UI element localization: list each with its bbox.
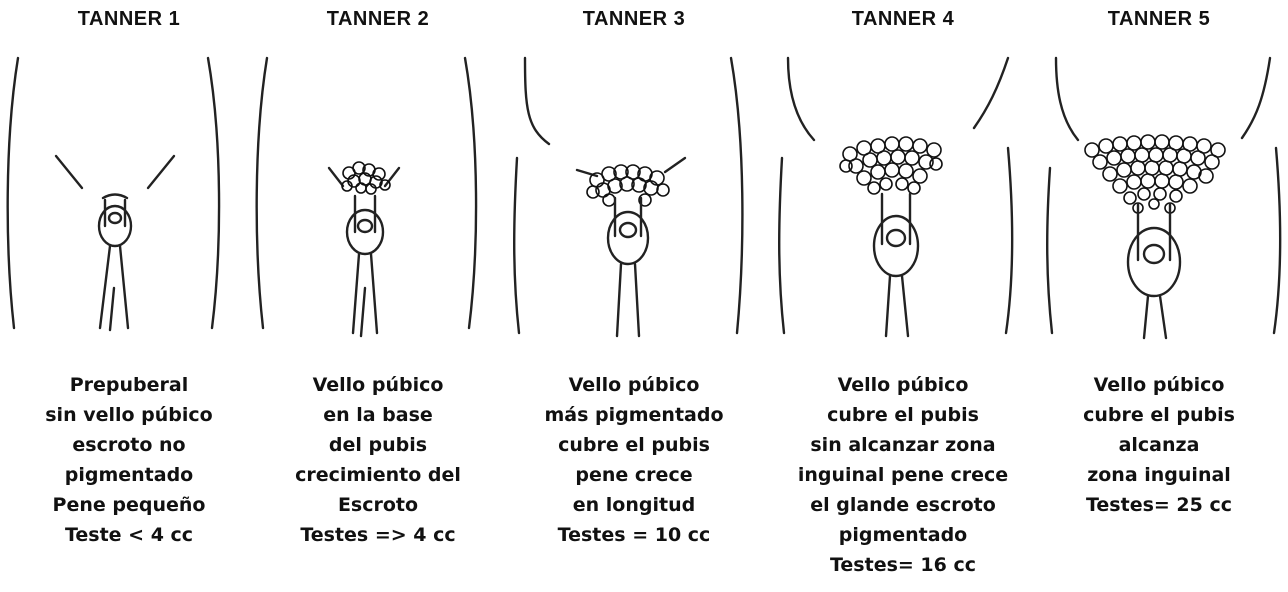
desc-line: Pene pequeño bbox=[52, 494, 206, 516]
desc-line: más pigmentado bbox=[544, 404, 724, 426]
desc-line: Vello púbico bbox=[1093, 374, 1225, 396]
desc-line: el glande escroto bbox=[810, 494, 996, 516]
stage-title: TANNER 2 bbox=[326, 8, 430, 30]
stage-title: TANNER 5 bbox=[1107, 8, 1211, 30]
desc-line: Vello púbico bbox=[837, 374, 969, 396]
desc-line: zona inguinal bbox=[1087, 464, 1231, 486]
pubic-hair bbox=[1084, 134, 1226, 214]
tanner-3-illustration bbox=[513, 56, 744, 338]
pubic-hair bbox=[586, 164, 670, 207]
desc-line: Testes = 10 cc bbox=[557, 524, 711, 546]
desc-line: pigmentado bbox=[838, 524, 968, 546]
stage-description: Vello púbico cubre el pubis sin alcanzar… bbox=[774, 370, 1032, 580]
stage-title: TANNER 1 bbox=[77, 8, 181, 30]
stage-tanner-4: TANNER 4 Vello púbico cubre el pubis sin… bbox=[774, 0, 1032, 592]
stage-tanner-5: TANNER 5 Vello púbico cubre el pubis alc… bbox=[1030, 0, 1288, 592]
stage-description: Prepuberal sin vello púbico escroto no p… bbox=[0, 370, 258, 550]
desc-line: crecimiento del bbox=[295, 464, 461, 486]
stage-tanner-3: TANNER 3 Vello púbico más pigmentado cub… bbox=[505, 0, 763, 592]
tanner-5-illustration bbox=[1046, 56, 1282, 340]
pubic-hair bbox=[839, 136, 943, 195]
desc-line: Testes => 4 cc bbox=[300, 524, 456, 546]
desc-line: en la base bbox=[323, 404, 433, 426]
stage-tanner-2: TANNER 2 Vello púbico en la base del pub… bbox=[249, 0, 507, 592]
desc-line: del pubis bbox=[328, 434, 428, 456]
desc-line: cubre el pubis bbox=[1083, 404, 1235, 426]
desc-line: pigmentado bbox=[64, 464, 194, 486]
tanner-4-illustration bbox=[778, 56, 1014, 338]
desc-line: Vello púbico bbox=[568, 374, 700, 396]
tanner-2-illustration bbox=[255, 56, 478, 338]
desc-line: sin vello púbico bbox=[45, 404, 213, 426]
desc-line: en longitud bbox=[572, 494, 696, 516]
pubic-hair bbox=[341, 161, 391, 195]
desc-line: pene crece bbox=[575, 464, 693, 486]
desc-line: inguinal pene crece bbox=[797, 464, 1009, 486]
tanner-1-illustration bbox=[6, 56, 221, 332]
desc-line: sin alcanzar zona bbox=[810, 434, 996, 456]
stage-description: Vello púbico en la base del pubis crecim… bbox=[249, 370, 507, 550]
desc-line: Vello púbico bbox=[312, 374, 444, 396]
desc-line: cubre el pubis bbox=[558, 434, 710, 456]
desc-line: alcanza bbox=[1118, 434, 1200, 456]
stage-description: Vello púbico más pigmentado cubre el pub… bbox=[505, 370, 763, 550]
stage-title: TANNER 3 bbox=[582, 8, 686, 30]
desc-line: Teste < 4 cc bbox=[64, 524, 194, 546]
stage-title: TANNER 4 bbox=[851, 8, 955, 30]
stage-tanner-1: TANNER 1 Prepuberal sin vello púbico esc… bbox=[0, 0, 258, 592]
desc-line: Testes= 25 cc bbox=[1085, 494, 1233, 516]
desc-line: Testes= 16 cc bbox=[829, 554, 977, 576]
desc-line: escroto no bbox=[72, 434, 186, 456]
desc-line: cubre el pubis bbox=[827, 404, 979, 426]
desc-line: Escroto bbox=[337, 494, 419, 516]
stage-description: Vello púbico cubre el pubis alcanza zona… bbox=[1030, 370, 1288, 520]
desc-line: Prepuberal bbox=[69, 374, 189, 396]
